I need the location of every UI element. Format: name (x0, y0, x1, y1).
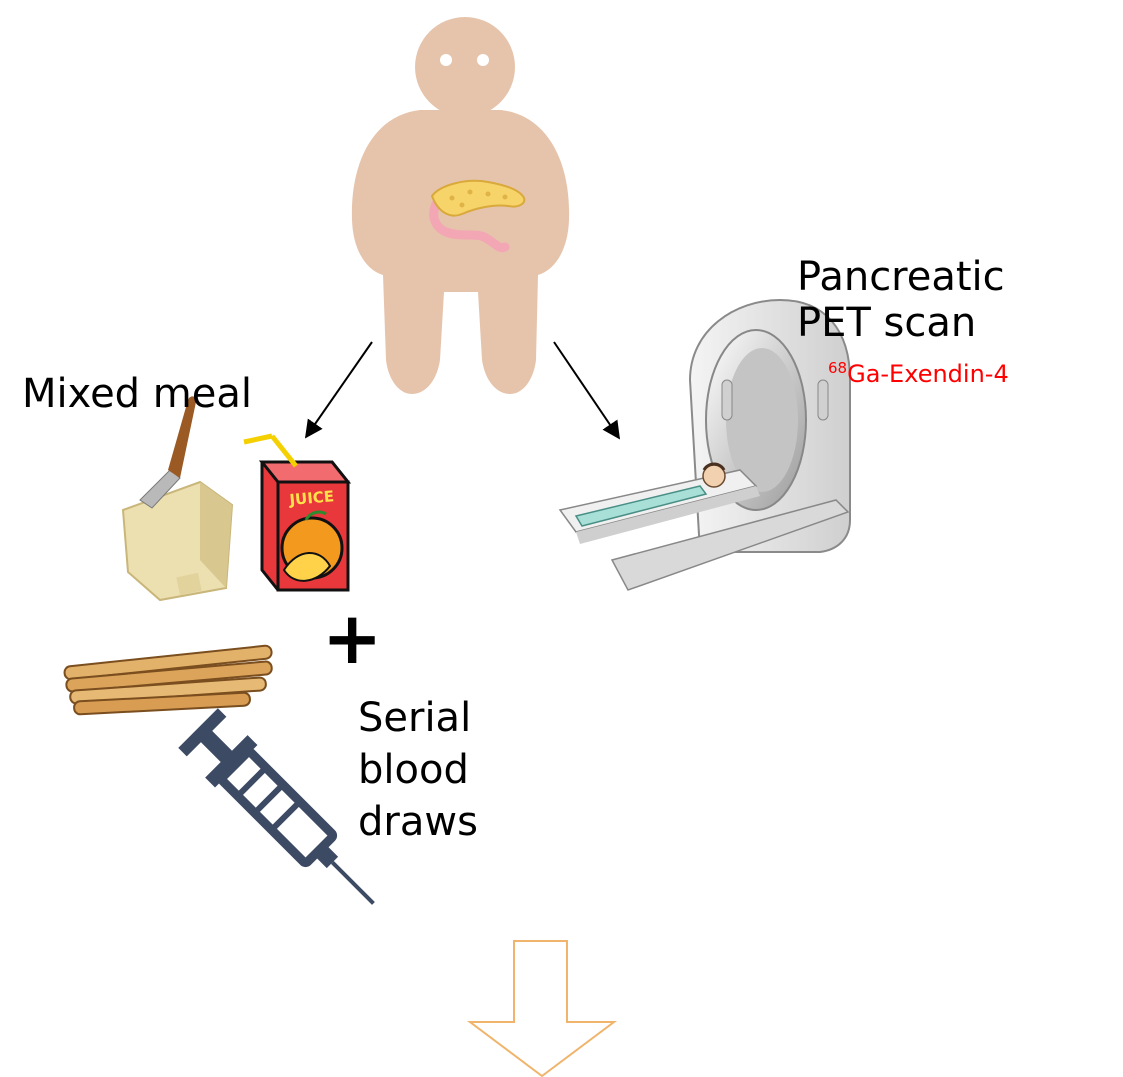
arrow-to-meal (306, 342, 372, 437)
juice-box-icon: JUICE (244, 436, 348, 590)
serial-blood-draws-label: Serial blood draws (358, 692, 478, 848)
cheese-with-knife-icon (123, 396, 232, 600)
pet-scan-label: Pancreatic PET scan (797, 254, 1005, 346)
pet-scan-label-line1: Pancreatic (797, 254, 1005, 300)
tracer-isotope-mass: 68 (828, 359, 847, 377)
pet-scan-label-line2: PET scan (797, 300, 1005, 346)
tracer-name: Ga-Exendin-4 (847, 360, 1009, 388)
serial-label-line3: draws (358, 796, 478, 848)
plus-sign: + (322, 598, 382, 678)
serial-label-line1: Serial (358, 692, 478, 744)
mixed-meal-label: Mixed meal (22, 370, 252, 418)
serial-label-line2: blood (358, 744, 478, 796)
outlined-down-arrow (470, 941, 614, 1076)
breadsticks-icon (64, 645, 272, 714)
tracer-label: 68Ga-Exendin-4 (828, 360, 1009, 388)
arrow-to-pet (554, 342, 619, 438)
